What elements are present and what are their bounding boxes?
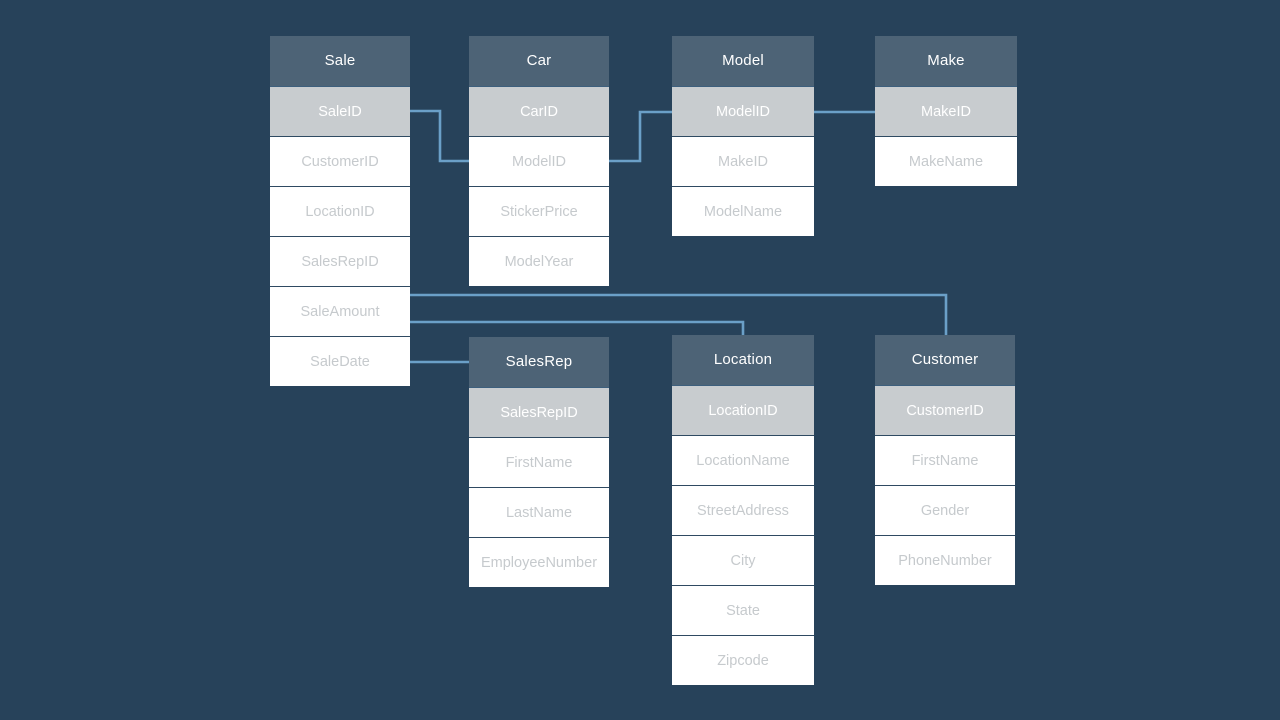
- column-row-locationname[interactable]: LocationName: [672, 435, 814, 485]
- primary-key-row-customerid[interactable]: CustomerID: [875, 385, 1015, 435]
- column-row-stickerprice[interactable]: StickerPrice: [469, 186, 609, 236]
- primary-key-row-salesrepid[interactable]: SalesRepID: [469, 387, 609, 437]
- relationship-line: [410, 320, 745, 335]
- column-row-zipcode[interactable]: Zipcode: [672, 635, 814, 685]
- column-row-modelname[interactable]: ModelName: [672, 186, 814, 236]
- column-row-saledate[interactable]: SaleDate: [270, 336, 410, 386]
- column-row-firstname[interactable]: FirstName: [875, 435, 1015, 485]
- primary-key-row-saleid[interactable]: SaleID: [270, 86, 410, 136]
- table-header-sale: Sale: [270, 36, 410, 86]
- column-row-employeenumber[interactable]: EmployeeNumber: [469, 537, 609, 587]
- column-row-locationid[interactable]: LocationID: [270, 186, 410, 236]
- table-header-model: Model: [672, 36, 814, 86]
- column-row-gender[interactable]: Gender: [875, 485, 1015, 535]
- column-row-city[interactable]: City: [672, 535, 814, 585]
- table-header-salesrep: SalesRep: [469, 337, 609, 387]
- primary-key-row-carid[interactable]: CarID: [469, 86, 609, 136]
- column-row-customerid[interactable]: CustomerID: [270, 136, 410, 186]
- column-row-streetaddress[interactable]: StreetAddress: [672, 485, 814, 535]
- relationship-line: [410, 109, 469, 163]
- primary-key-row-modelid[interactable]: ModelID: [672, 86, 814, 136]
- relationship-line: [410, 293, 948, 335]
- column-row-salesrepid[interactable]: SalesRepID: [270, 236, 410, 286]
- column-row-makename[interactable]: MakeName: [875, 136, 1017, 186]
- relationship-line: [609, 110, 672, 163]
- primary-key-row-locationid[interactable]: LocationID: [672, 385, 814, 435]
- column-row-modelyear[interactable]: ModelYear: [469, 236, 609, 286]
- column-row-makeid[interactable]: MakeID: [672, 136, 814, 186]
- column-row-lastname[interactable]: LastName: [469, 487, 609, 537]
- column-row-modelid[interactable]: ModelID: [469, 136, 609, 186]
- table-header-make: Make: [875, 36, 1017, 86]
- table-header-car: Car: [469, 36, 609, 86]
- primary-key-row-makeid[interactable]: MakeID: [875, 86, 1017, 136]
- table-header-customer: Customer: [875, 335, 1015, 385]
- column-row-firstname[interactable]: FirstName: [469, 437, 609, 487]
- column-row-saleamount[interactable]: SaleAmount: [270, 286, 410, 336]
- column-row-phonenumber[interactable]: PhoneNumber: [875, 535, 1015, 585]
- table-header-location: Location: [672, 335, 814, 385]
- column-row-state[interactable]: State: [672, 585, 814, 635]
